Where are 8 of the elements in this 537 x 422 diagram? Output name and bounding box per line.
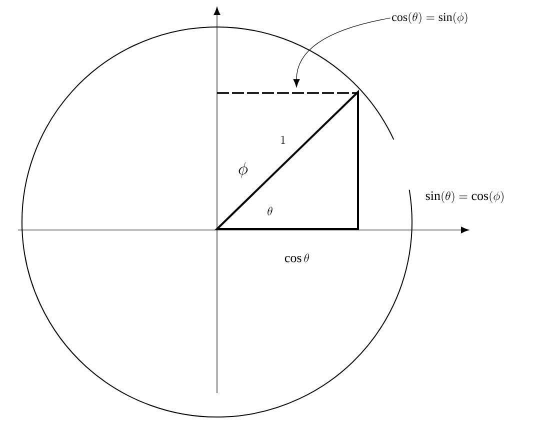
formula-label: $\cos(\theta) = \sin(\phi)$ xyxy=(392,12,468,24)
angle-label: $\theta$ xyxy=(268,206,272,216)
formula-label: $\sin(\theta) = \cos(\phi)$ xyxy=(426,190,504,203)
side-label: $1$ xyxy=(281,136,285,144)
side-label: $\cos\theta$ xyxy=(284,254,310,262)
leader-arrow xyxy=(293,18,391,88)
dashed-line xyxy=(216,92,359,94)
angle-label: $\phi$ xyxy=(238,162,248,178)
